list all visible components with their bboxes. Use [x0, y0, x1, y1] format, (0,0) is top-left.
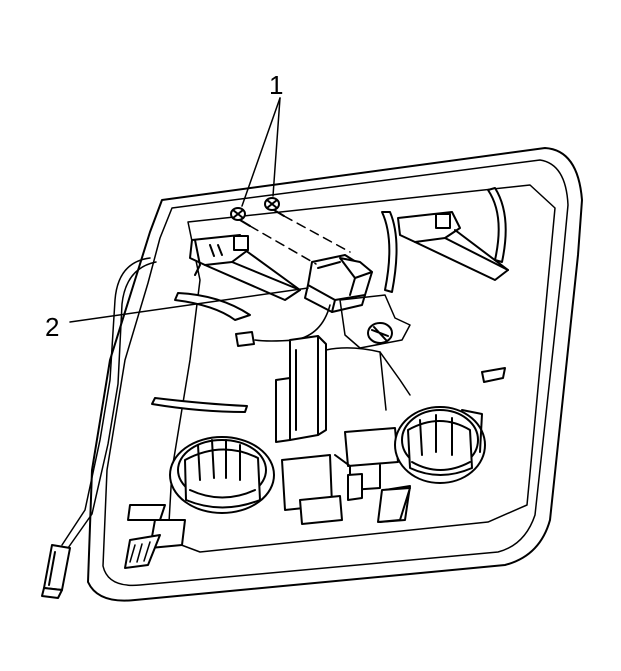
- right-side-tab: [481, 367, 506, 383]
- left-fin: [174, 292, 251, 321]
- housing-inner-floor: [167, 184, 556, 553]
- wire-right: [325, 347, 411, 396]
- module-component: [304, 254, 373, 313]
- wire-right-2: [379, 351, 387, 411]
- screw-right: [264, 197, 285, 217]
- lower-center-blocks: [281, 427, 411, 525]
- module-mounting-plate: [339, 294, 411, 349]
- bottom-tab-ribs: [129, 541, 151, 563]
- install-line-right: [283, 215, 351, 253]
- screw-left: [230, 207, 251, 227]
- housing-outer-shell: [87, 147, 583, 602]
- right-upper-bracket: [381, 187, 509, 293]
- right-bulb-socket: [377, 406, 486, 523]
- housing-inner-rim: [102, 159, 569, 587]
- round-cap: [367, 322, 393, 344]
- callout-label-2: 2: [45, 312, 60, 342]
- left-bulb-socket: [127, 436, 275, 549]
- left-upper-bracket: [189, 234, 301, 301]
- lower-left-fin: [151, 397, 248, 413]
- leader-line-1a: [241, 97, 281, 207]
- leader-line-2: [69, 287, 309, 323]
- install-line-left: [249, 225, 317, 265]
- wire-harness: [61, 257, 151, 546]
- callout-label-1: 1: [269, 70, 284, 100]
- wire-connector: [41, 544, 71, 599]
- center-channel: [275, 335, 327, 443]
- leader-line-1b: [272, 97, 281, 197]
- wire-harness-2: [67, 261, 157, 549]
- small-connector: [235, 331, 255, 347]
- bottom-tab: [124, 534, 161, 569]
